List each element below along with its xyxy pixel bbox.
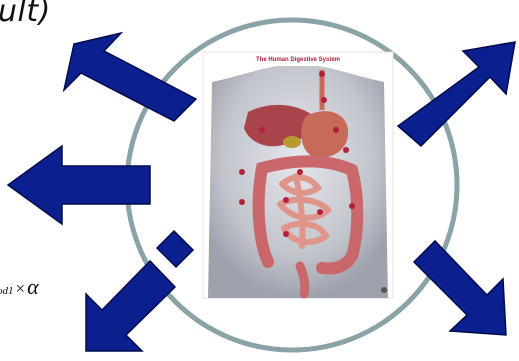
marker-dot xyxy=(343,147,349,153)
poster-logo xyxy=(381,287,387,293)
rectum-shape xyxy=(300,266,305,294)
marker-dot xyxy=(319,71,325,77)
digestive-system-image: The Human Digestive System xyxy=(203,52,393,298)
marker-dot xyxy=(239,199,245,205)
arrow-down-left-icon xyxy=(86,261,175,351)
gallbladder-shape xyxy=(283,136,301,148)
marker-dot xyxy=(283,231,289,237)
formula-operator: × xyxy=(16,279,26,299)
marker-dot xyxy=(349,203,355,209)
formula-subscript: od1 xyxy=(0,285,14,297)
marker-dot xyxy=(317,209,323,215)
marker-dot xyxy=(333,127,339,133)
marker-dot xyxy=(321,97,327,103)
arrow-down-right-icon xyxy=(414,241,506,335)
marker-dot xyxy=(283,197,289,203)
formula: od1 × α xyxy=(0,274,39,300)
poster-title: The Human Digestive System xyxy=(256,57,340,63)
marker-dot xyxy=(297,169,303,175)
marker-dot xyxy=(239,169,245,175)
marker-dot xyxy=(259,127,265,133)
formula-symbol: α xyxy=(27,274,39,300)
